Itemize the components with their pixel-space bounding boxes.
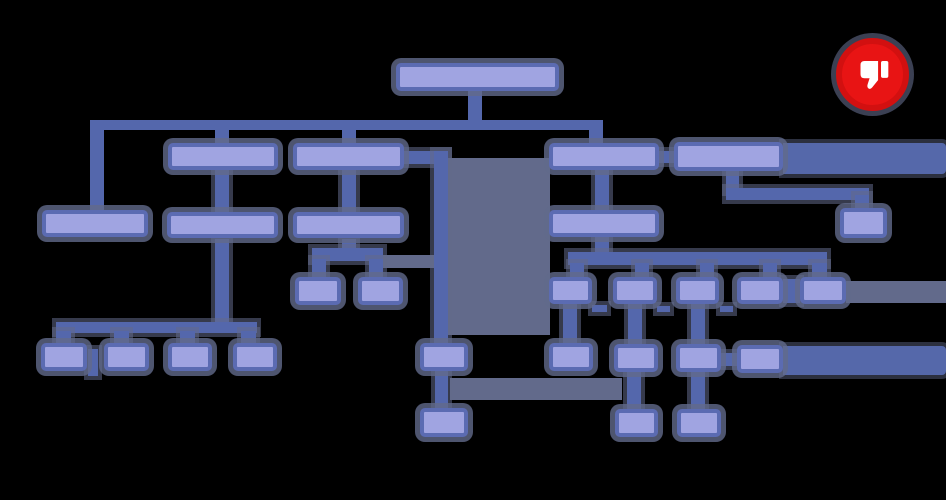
- org-box-r1-5: [800, 277, 846, 304]
- shadow-seg-bracket-to-column: [383, 255, 434, 268]
- org-box-r2-3: [676, 344, 721, 372]
- connector-c-d-link: [658, 151, 675, 163]
- connector-b-b2: [342, 170, 356, 212]
- connector-d-horizontal: [726, 188, 869, 200]
- shadow-blob: [448, 158, 550, 335]
- connector-r1-link-4-5: [783, 279, 800, 303]
- connector-top-line: [90, 120, 603, 130]
- connector-drop-b: [342, 128, 356, 143]
- org-box-r3-2: [677, 409, 721, 437]
- connector-r2-link-3-4: [721, 353, 737, 366]
- thumbs-down-badge: [836, 38, 909, 111]
- bracket-left-drop-1: [56, 331, 71, 343]
- org-box-r1-4: [737, 277, 783, 304]
- bracket-row1-drop-3: [700, 263, 714, 277]
- org-box-c: [549, 143, 659, 170]
- bracket-row1-drop-1: [570, 263, 584, 277]
- org-box-r1-3: [676, 277, 719, 304]
- connector-a-a2: [215, 170, 229, 212]
- org-box-b: [293, 143, 404, 170]
- bracket-left-drop-3: [180, 331, 195, 343]
- connector-stub-2: [657, 306, 670, 312]
- connector-left-drop: [90, 120, 104, 210]
- org-box-a2-kid-4: [233, 343, 277, 371]
- org-box-b2: [293, 212, 404, 238]
- org-box-r2-4: [737, 345, 783, 373]
- bracket-row1-drop-4: [763, 263, 777, 277]
- connector-drop-c: [589, 128, 603, 144]
- org-box-b2-kid-1: [295, 277, 341, 305]
- connector-r1r2-1: [563, 303, 577, 344]
- org-box-side-2: [420, 408, 468, 437]
- org-box-side-1: [420, 343, 468, 371]
- org-box-r1-2: [613, 277, 657, 304]
- connector-column-between: [435, 371, 448, 409]
- bracket-b2-drop-left: [312, 259, 326, 278]
- shadow-bar-right: [846, 281, 946, 303]
- org-box-far-left: [42, 210, 148, 237]
- bracket-left: [56, 322, 257, 333]
- org-box-a2-kid-2: [104, 343, 149, 371]
- connector-stub-1: [592, 305, 607, 312]
- connector-r1r2-3: [691, 303, 705, 344]
- connector-d-drop: [726, 170, 739, 192]
- bracket-b2-drop-right: [369, 259, 383, 278]
- connector-stub-3: [720, 306, 733, 312]
- bracket-row1: [568, 252, 827, 265]
- bracket-row1-drop-2: [635, 263, 649, 277]
- org-box-d-child: [840, 208, 887, 238]
- bar-right-mid: [783, 346, 946, 375]
- bracket-left-drop-2: [114, 331, 129, 343]
- org-box-a2: [167, 212, 278, 238]
- connector-drop-a: [215, 128, 229, 143]
- connector-r2r3-2: [691, 371, 705, 410]
- connector-d-elbow-drop: [855, 195, 869, 209]
- connector-a2-feed: [215, 239, 229, 323]
- org-box-r2-2: [614, 344, 658, 372]
- connector-c-c2: [595, 169, 609, 210]
- thumbs-down-icon: [860, 60, 888, 89]
- org-box-d: [674, 142, 783, 171]
- org-box-a: [168, 143, 278, 170]
- shadow-bar-bottom: [450, 378, 622, 400]
- connector-b2-feed: [342, 239, 356, 250]
- bar-right-top: [783, 143, 946, 174]
- org-box-a2-kid-3: [168, 343, 212, 371]
- connector-root-drop: [468, 90, 482, 121]
- connector-column-vertical: [434, 151, 448, 345]
- connector-r2r3-1: [627, 371, 641, 410]
- org-box-a2-kid-1: [41, 343, 87, 371]
- connector-r1r2-2: [628, 303, 642, 344]
- bracket-left-drop-4: [241, 331, 256, 343]
- org-box-b2-kid-2: [358, 277, 403, 305]
- connector-c2-feed: [595, 237, 609, 254]
- org-box-r2-1: [549, 343, 593, 371]
- connector-artifact-left: [88, 349, 98, 376]
- org-box-r3-1: [615, 409, 658, 437]
- org-box-root: [396, 63, 559, 91]
- org-box-c2: [549, 210, 659, 237]
- bracket-b2: [312, 248, 383, 261]
- bracket-row1-drop-5: [812, 263, 827, 277]
- org-box-r1-1: [549, 277, 592, 304]
